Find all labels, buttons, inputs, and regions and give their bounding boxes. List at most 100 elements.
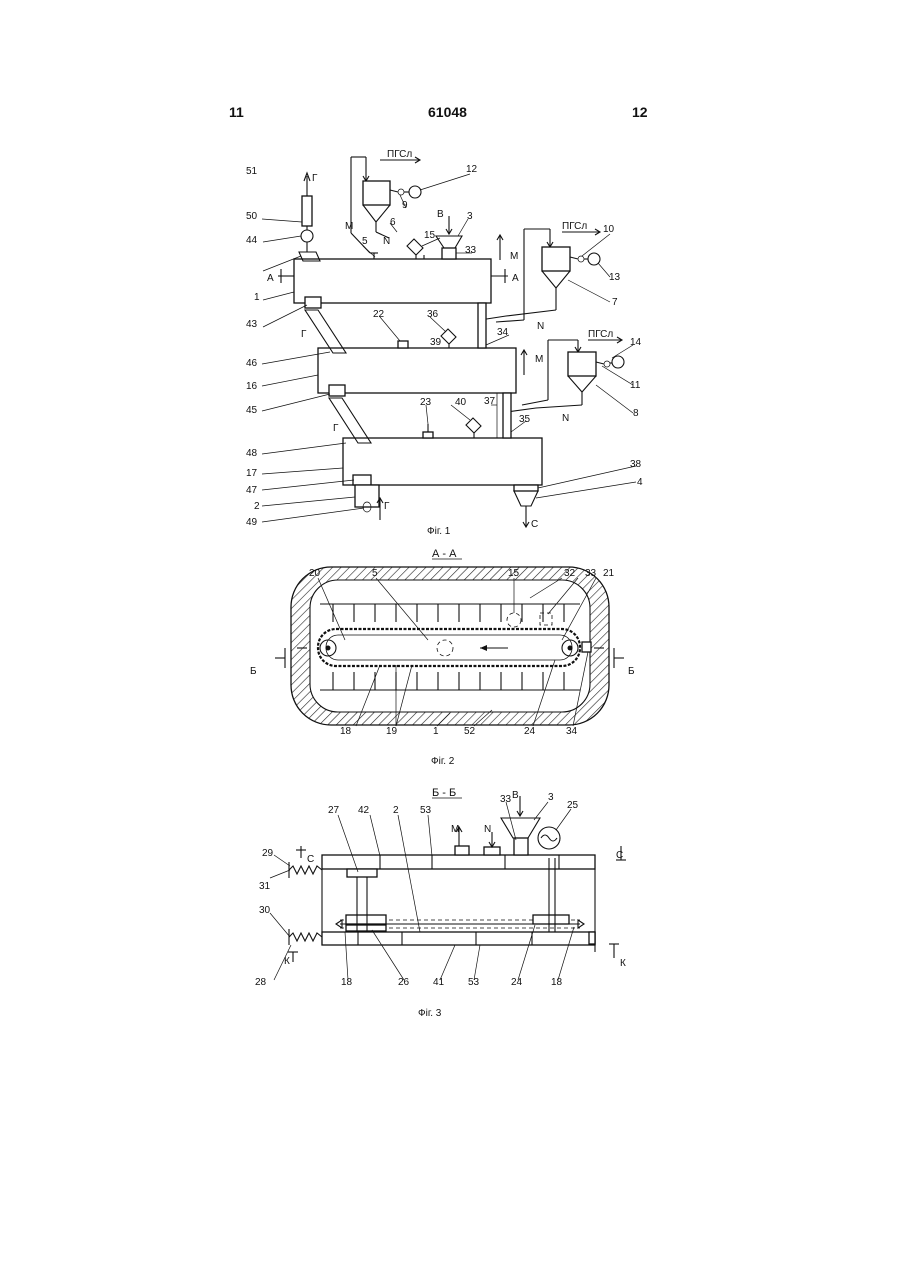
- ref-38: 38: [630, 459, 642, 470]
- ref-30: 30: [259, 905, 271, 916]
- pipe-n: [484, 847, 500, 855]
- fig1-drawing: ПГСл ПГСл ПГСл Г М N В А А М N М N Г Г Г…: [246, 149, 643, 537]
- ref-17: 17: [246, 468, 258, 479]
- label-pgsl-3: ПГСл: [588, 329, 613, 340]
- ref-19: 19: [386, 726, 398, 737]
- ref-9: 9: [402, 200, 408, 211]
- chamber-16: [318, 348, 516, 393]
- ref-2: 2: [254, 501, 260, 512]
- spring-30: [289, 933, 322, 941]
- chute-48: [329, 398, 371, 443]
- ref-5: 5: [362, 236, 368, 247]
- label-flow-m-2: М: [510, 251, 518, 262]
- pipe-33b: [514, 838, 528, 855]
- ref-25: 25: [567, 800, 579, 811]
- ref-27: 27: [328, 805, 340, 816]
- cyclone-7: [542, 247, 570, 271]
- label-section-c-left: С: [307, 854, 314, 865]
- label-flow-n-3: N: [562, 413, 569, 424]
- label-flow-g-49: Г: [384, 501, 390, 512]
- ref-21: 21: [603, 568, 615, 579]
- burner-2: [355, 485, 379, 507]
- ref-5b: 5: [372, 568, 378, 579]
- ref-28: 28: [255, 977, 267, 988]
- sprocket-26: [346, 915, 386, 924]
- ref-8: 8: [633, 408, 639, 419]
- chute-46: [305, 310, 346, 353]
- ref-1: 1: [254, 292, 260, 303]
- top-plate-42: [322, 855, 595, 869]
- fig1-caption: Фіг. 1: [427, 526, 451, 537]
- ref-50: 50: [246, 211, 258, 222]
- label-section-a-left: А: [267, 273, 274, 284]
- cyclone-8: [568, 352, 596, 376]
- ref-42: 42: [358, 805, 370, 816]
- ref-33: 33: [465, 245, 477, 256]
- pipe-m: [455, 846, 469, 855]
- filter-51: [302, 196, 312, 226]
- label-flow-n-fig3: N: [484, 824, 491, 835]
- ref-24c: 24: [511, 977, 523, 988]
- label-flow-n-2: N: [537, 321, 544, 332]
- fig2-drawing: А - А: [250, 548, 635, 767]
- label-flow-g-45: Г: [333, 423, 339, 434]
- ref-12: 12: [466, 164, 478, 175]
- ref-3c: 3: [548, 792, 554, 803]
- fig3-section-title: Б - Б: [432, 787, 456, 799]
- ref-35: 35: [519, 414, 531, 425]
- label-pgsl-1: ПГСл: [387, 149, 412, 160]
- ref-22: 22: [373, 309, 385, 320]
- outlet-45: [329, 385, 345, 396]
- ref-10: 10: [603, 224, 615, 235]
- ref-34: 34: [497, 327, 509, 338]
- label-section-b-left: Б: [250, 666, 257, 677]
- ref-34b: 34: [566, 726, 578, 737]
- label-flow-g-top: Г: [312, 173, 318, 184]
- conveyor-chain-24: [318, 629, 580, 666]
- ref-41: 41: [433, 977, 445, 988]
- discharge-4: [514, 491, 538, 506]
- ref-20: 20: [309, 568, 321, 579]
- nozzle-40: [466, 418, 481, 433]
- fan-50: [301, 230, 313, 242]
- fig2-caption: Фіг. 2: [431, 756, 455, 767]
- ref-47: 47: [246, 485, 258, 496]
- fig3-caption: Фіг. 3: [418, 1008, 442, 1019]
- label-section-k-right: К: [620, 958, 626, 969]
- ref-36: 36: [427, 309, 439, 320]
- label-flow-b-fig3: В: [512, 790, 519, 801]
- label-flow-m-1: М: [345, 221, 353, 232]
- ref-39: 39: [430, 337, 442, 348]
- nozzle-15: [407, 239, 423, 255]
- port-23: [423, 432, 433, 438]
- ref-33c: 33: [500, 794, 512, 805]
- label-section-b-right: Б: [628, 666, 635, 677]
- chamber-1: [294, 259, 491, 303]
- ref-53b: 53: [468, 977, 480, 988]
- outlet-43: [305, 297, 321, 308]
- ref-33b: 33: [585, 568, 597, 579]
- ref-3: 3: [467, 211, 473, 222]
- ref-15: 15: [424, 230, 436, 241]
- ref-49: 49: [246, 517, 258, 528]
- label-flow-b: В: [437, 209, 444, 220]
- label-flow-g-43: Г: [301, 329, 307, 340]
- chamber-17: [343, 438, 542, 485]
- ref-53a: 53: [420, 805, 432, 816]
- pipe-33: [442, 248, 456, 259]
- ref-44: 44: [246, 235, 258, 246]
- spring-31: [289, 866, 322, 874]
- cyclone-6: [363, 181, 390, 205]
- ref-18c: 18: [341, 977, 353, 988]
- label-section-k-left: К: [284, 956, 290, 967]
- ref-23: 23: [420, 397, 432, 408]
- ref-6: 6: [390, 217, 396, 228]
- ref-16: 16: [246, 381, 258, 392]
- ref-31: 31: [259, 881, 271, 892]
- label-pgsl-2: ПГСл: [562, 221, 587, 232]
- outlet-47: [353, 475, 371, 485]
- ref-15b: 15: [508, 568, 520, 579]
- ref-18: 18: [340, 726, 352, 737]
- label-flow-m-fig3: М: [451, 824, 459, 835]
